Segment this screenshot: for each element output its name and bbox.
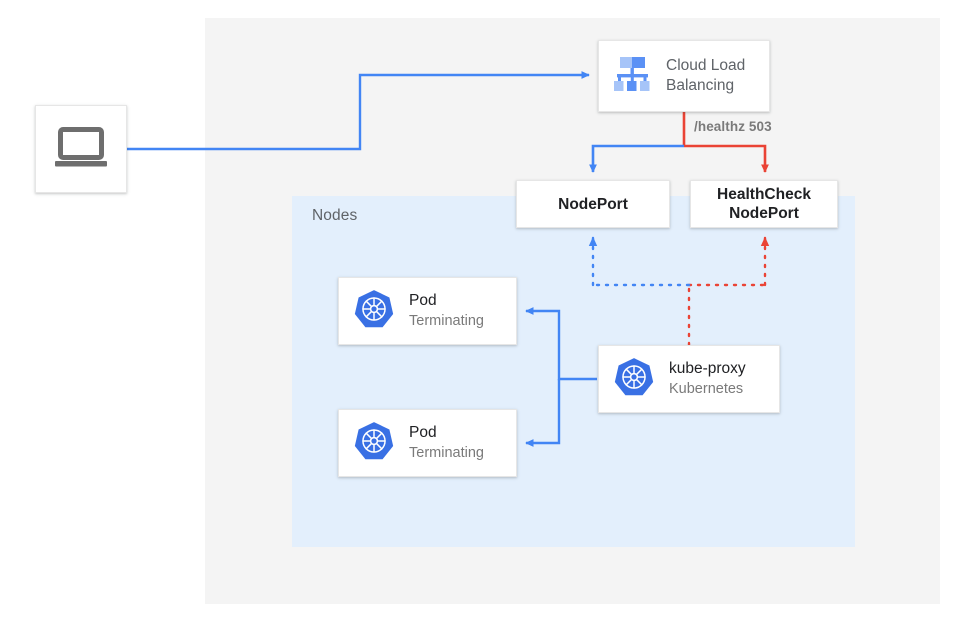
cloud-load-balancing-label-line1: Cloud Load [666, 57, 746, 74]
healthz-edge-label: /healthz 503 [694, 119, 772, 134]
pod-node-2-status: Terminating [409, 445, 484, 461]
kubernetes-icon [613, 356, 655, 403]
cloud-load-balancing-label-line2: Balancing [666, 77, 735, 94]
healthcheck-nodeport-label-line1: HealthCheck [717, 186, 811, 203]
pod-node-2-title: Pod [409, 424, 437, 441]
kube-proxy-node[interactable]: kube-proxy Kubernetes [598, 345, 780, 413]
cloud-load-balancing-icon [611, 54, 653, 99]
kube-proxy-title: kube-proxy [669, 360, 746, 377]
kube-proxy-text: kube-proxy Kubernetes [669, 359, 746, 399]
pod-node-2-text: Pod Terminating [409, 423, 484, 463]
cloud-load-balancing-label: Cloud Load Balancing [666, 56, 745, 96]
client-node[interactable] [35, 105, 127, 193]
nodeport-node[interactable]: NodePort [516, 180, 670, 228]
pod-node-2[interactable]: Pod Terminating [338, 409, 517, 477]
nodes-panel-label: Nodes [312, 207, 358, 224]
pod-node-1[interactable]: Pod Terminating [338, 277, 517, 345]
pod-node-1-title: Pod [409, 292, 437, 309]
healthcheck-nodeport-label-line2: NodePort [729, 205, 799, 222]
kubernetes-icon [353, 420, 395, 467]
healthcheck-nodeport-label: HealthCheck NodePort [717, 185, 811, 223]
kube-proxy-subtitle: Kubernetes [669, 381, 744, 397]
nodeport-label: NodePort [558, 195, 628, 213]
healthcheck-nodeport-node[interactable]: HealthCheck NodePort [690, 180, 838, 228]
pod-node-1-text: Pod Terminating [409, 291, 484, 331]
cloud-load-balancing-node[interactable]: Cloud Load Balancing [598, 40, 770, 112]
pod-node-1-status: Terminating [409, 313, 484, 329]
laptop-icon [53, 126, 109, 173]
kubernetes-icon [353, 288, 395, 335]
